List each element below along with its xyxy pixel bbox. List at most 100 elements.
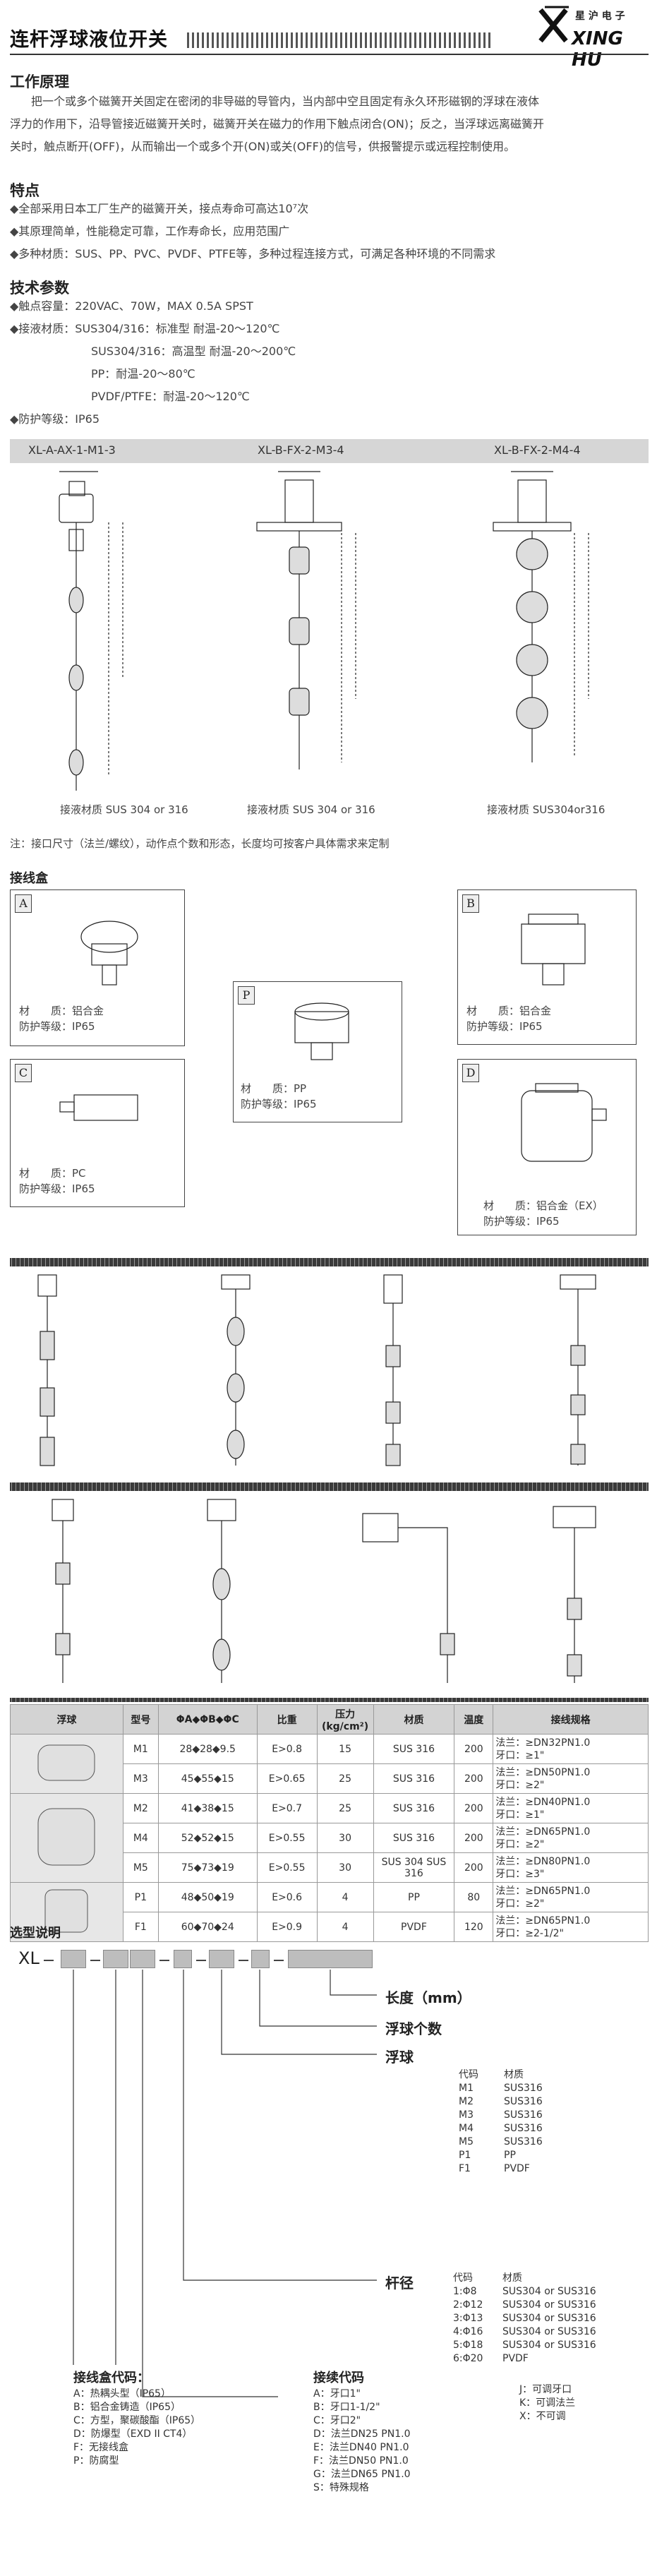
ball-label: 浮球: [385, 2049, 414, 2066]
cell: M4: [122, 1823, 159, 1853]
diagram-caption-1: 接液材质 SUS 304 or 316: [60, 803, 188, 816]
cell: 200: [454, 1823, 494, 1853]
th-material: 材质: [373, 1704, 455, 1735]
cell: PP: [373, 1882, 455, 1912]
code: M1: [459, 2083, 474, 2094]
cell: SUS 316: [373, 1763, 455, 1794]
mat: SUS304 or SUS316: [502, 2340, 596, 2351]
cell: SUS 316: [373, 1734, 455, 1764]
cell: E>0.6: [256, 1882, 318, 1912]
box-code-item: B：铝合金铸造（IP65）: [73, 2402, 181, 2413]
conn-code-item: C：牙口2": [313, 2415, 361, 2426]
adjust-code-list: J：可调牙口 K：可调法兰 X：不可调: [519, 2383, 575, 2424]
box-material: 材 质：铝合金: [466, 1005, 552, 1017]
junction-box-b: B 材 质：铝合金 防护等级：IP65: [457, 889, 637, 1045]
box-letter: D: [462, 1064, 479, 1082]
mat: SUS316: [504, 2109, 543, 2121]
code-box-adjust: [130, 1950, 155, 1968]
cell: E>0.55: [256, 1823, 318, 1853]
junction-box-d: D 材 质：铝合金（EX） 防护等级：IP65: [457, 1059, 637, 1235]
model-connector-lines: [73, 1970, 377, 2397]
cell: E>0.65: [256, 1763, 318, 1794]
decor-band: [10, 1482, 649, 1491]
mat: SUS316: [504, 2123, 543, 2134]
adjust-code-item: X：不可调: [519, 2411, 566, 2422]
rod-label: 杆径: [385, 2275, 414, 2292]
tech-list: ◆触点容量：220VAC、70W，MAX 0.5A SPST ◆接液材质：SUS…: [10, 295, 296, 431]
code: M4: [459, 2123, 474, 2134]
cell: 法兰：≥DN32PN1.0: [495, 1737, 591, 1749]
junction-box-b-drawing: [521, 913, 586, 986]
diagram-note: 注：接口尺寸（法兰/螺纹），动作点个数和形态，长度均可按客户具体需求来定制: [10, 837, 390, 850]
product-drawing: [560, 1274, 596, 1466]
tech-item: ◆接液材质：SUS304/316：标准型 耐温-20～120℃: [10, 322, 280, 335]
junction-box-p: P 材 质：PP 防护等级：IP65: [233, 981, 402, 1122]
box-code-list: 接线盒代码： A：热耦头型（IP65） B：铝合金铸造（IP65） C：方型，聚…: [73, 2369, 200, 2468]
ball-image: [10, 1793, 123, 1883]
box-letter: B: [462, 894, 479, 913]
cell: 法兰：≥DN50PN1.0: [495, 1766, 591, 1778]
cell: 4: [316, 1882, 374, 1912]
th-temp: 温度: [454, 1704, 494, 1735]
spec-table: 浮球 型号 ΦA◆ΦB◆ΦC 比重 压力 (kg/cm²) 材质 温度 接线规格…: [10, 1704, 649, 1942]
cell: 200: [454, 1852, 494, 1883]
brand-logo: 星 沪 电 子 XING HU: [536, 1, 649, 71]
cell: 45◆55◆15: [157, 1763, 258, 1794]
cell: 25: [316, 1793, 374, 1823]
box-code-item: C：方型，聚碳酸酯（IP65）: [73, 2415, 201, 2426]
model-heading: 选型说明: [10, 1926, 61, 1941]
cell: 牙口：≥2": [495, 1838, 545, 1850]
diagram-label-3: XL-B-FX-2-M4-4: [494, 443, 581, 457]
tech-item: PVDF/PTFE：耐温-20～120℃: [91, 390, 250, 403]
code: M3: [459, 2109, 474, 2121]
header-decor-bar: [187, 32, 490, 48]
cell: 30: [316, 1852, 374, 1883]
box-code-item: F：无接线盒: [73, 2442, 129, 2453]
feature-item: ◆其原理简单，性能稳定可靠，工作寿命长，应用范围广: [10, 224, 290, 238]
col-head: 代码: [453, 2272, 473, 2284]
conn-code-item: A：牙口1": [313, 2388, 361, 2400]
product-drawing: [221, 1274, 251, 1466]
product-drawing: [37, 1274, 57, 1466]
cell: 200: [454, 1734, 494, 1764]
intro-line: 关时，触点断开(OFF)，从而输出一个或多个开(ON)或关(OFF)的信号，供报…: [10, 140, 516, 153]
junction-heading: 接线盒: [10, 871, 48, 886]
mat: SUS304 or SUS316: [502, 2326, 596, 2337]
conn-code-item: G：法兰DN65 PN1.0: [313, 2469, 411, 2480]
cell: 200: [454, 1793, 494, 1823]
dimension-diagrams: [59, 471, 589, 791]
product-drawing: [52, 1499, 74, 1683]
model-prefix: XL: [18, 1948, 40, 1968]
cell: M5: [122, 1852, 159, 1883]
junction-box-a: A 材 质：铝合金 防护等级：IP65: [10, 889, 185, 1046]
conn-code-item: B：牙口1-1/2": [313, 2402, 380, 2413]
mat: SUS304 or SUS316: [502, 2313, 596, 2324]
code-box-length: [288, 1950, 373, 1968]
cell: 120: [454, 1912, 494, 1942]
x-logo-icon: [538, 6, 569, 43]
intro-line: 浮力的作用下，沿导管接近磁簧开关时，磁簧开关在磁力的作用下触点闭合(ON)；反之…: [10, 117, 545, 131]
code: F1: [459, 2163, 471, 2174]
features-list: ◆全部采用日本工厂生产的磁簧开关，接点寿命可高达10⁷次 ◆其原理简单，性能稳定…: [10, 198, 495, 265]
feature-item: ◆全部采用日本工厂生产的磁簧开关，接点寿命可高达10⁷次: [10, 202, 309, 215]
box-code-item: P：防腐型: [73, 2455, 119, 2467]
conn-code-item: D：法兰DN25 PN1.0: [313, 2428, 411, 2440]
code-box-connection: [103, 1950, 128, 1968]
product-drawings-row2: [52, 1499, 596, 1683]
mat: SUS316: [504, 2096, 543, 2107]
adjust-code-item: J：可调牙口: [519, 2384, 572, 2395]
tech-item: ◆触点容量：220VAC、70W，MAX 0.5A SPST: [10, 299, 253, 313]
th-pressure: 压力 (kg/cm²): [316, 1704, 374, 1735]
junction-box-a-drawing: [80, 921, 138, 986]
diagram-label-bar: [10, 439, 649, 463]
box-ip: 防护等级：IP65: [466, 1020, 543, 1033]
cell: 牙口：≥3": [495, 1868, 545, 1880]
ball-icon: [44, 1889, 88, 1932]
code: 4:Φ16: [453, 2326, 483, 2337]
